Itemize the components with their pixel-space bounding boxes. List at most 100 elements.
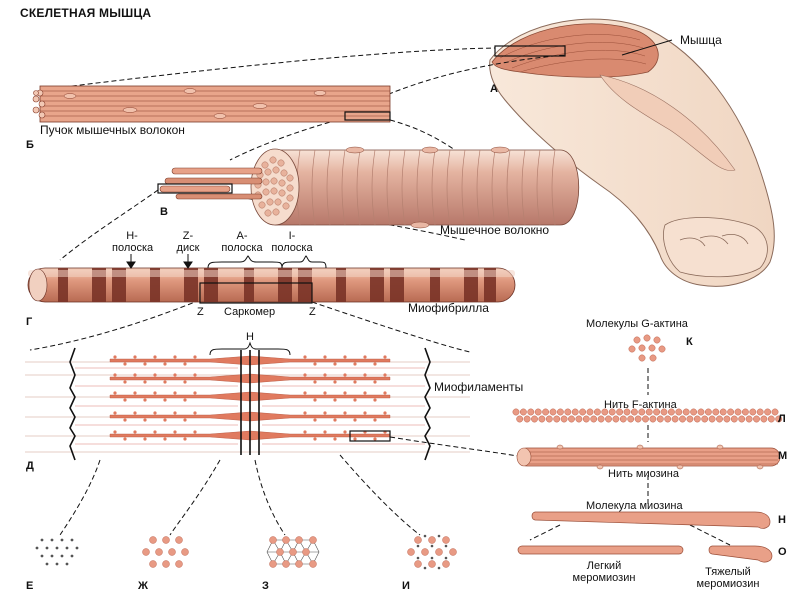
cross-section-i [407,534,457,570]
actin-bead [771,408,779,416]
forearm-muscles [599,74,736,171]
panel-letter-b: Б [26,139,34,151]
label-h-zone: H [246,331,254,343]
thin-filaments [75,367,425,445]
actin-bead [619,415,627,423]
actin-bead [649,415,657,423]
myosin-heads [113,355,387,441]
arm-illustration [489,18,775,287]
i-band-brace [281,255,327,269]
a-band-brace [207,255,283,269]
protruding-myofibrils [159,167,263,200]
actin-bead [545,415,553,423]
actin-bead [571,408,579,416]
panel-letter-n: Н [778,514,786,526]
actin-bead [538,415,546,423]
actin-bead [594,408,601,416]
diagram-title: СКЕЛЕТНАЯ МЫШЦА [20,6,152,20]
actin-bead [745,415,753,423]
actin-bead [716,415,723,423]
actin-bead [738,415,746,423]
label-fiber: Мышечное волокно [440,223,550,237]
actin-bead [616,408,623,416]
actin-bead [679,415,686,423]
label-z-right: Z [309,306,316,318]
actin-bead [705,408,712,416]
myofilament-sample-box [349,430,391,442]
actin-bead [512,408,520,416]
panel-letter-g: Г [26,316,33,328]
actin-bead [760,415,768,423]
actin-bead [542,408,549,416]
actin-bead [553,415,561,423]
actin-bead [719,408,727,416]
label-sarcomere: Саркомер [224,306,276,318]
muscle-fiber [157,146,580,229]
actin-bead [560,415,568,423]
actin-bead [631,408,638,416]
label-bundle: Пучок мышечных волокон [40,123,185,137]
actin-bead [767,415,775,423]
fiber-sample-box [157,183,233,194]
cross-section-z [266,536,320,568]
actin-bead [623,408,631,416]
sarcomere-box [199,282,313,304]
actin-bead [734,408,742,416]
cross-section-e [35,538,79,566]
panel-letter-e: Е [26,580,34,592]
actin-bead [642,415,649,423]
panel-letter-a: А [490,83,498,95]
actin-bead [668,408,675,416]
muscle-striations [499,34,647,73]
actin-bead [557,408,564,416]
h-zone-brace [209,341,291,356]
label-h-band: H- полоска [112,230,154,254]
actin-bead [712,408,720,416]
label-muscle: Мышца [680,33,722,47]
muscle-sample-box [494,45,566,57]
panel-letter-i: И [402,580,410,592]
actin-bead [634,415,642,423]
label-myofibril: Миофибрилла [408,301,489,315]
actin-bead [523,415,531,423]
fiber-bundle [32,85,391,123]
label-heavy-meromyosin: Тяжелый меромиозин [696,566,760,590]
meromyosin-fragments [517,545,773,563]
label-z-left: Z [197,306,204,318]
z-lines [69,347,431,461]
label-i-band: I- полоска [271,230,313,254]
actin-bead [664,415,672,423]
actin-bead [660,408,668,416]
myosin-molecule [531,511,771,529]
cross-section-zh [142,536,189,568]
actin-bead [516,415,524,423]
actin-bead [531,415,538,423]
label-g-actin: Молекулы G-актина [586,318,688,330]
actin-bead [690,408,697,416]
actin-bead [682,408,690,416]
label-f-actin: Нить F-актина [604,399,677,411]
f-actin-filament [512,408,783,423]
panel-letter-k: К [686,336,693,348]
m-line-markers [240,350,260,455]
actin-bead [534,408,542,416]
actin-bead [568,415,575,423]
muscle-pointer [621,39,673,56]
actin-bead [627,415,635,423]
actin-bead [520,408,527,416]
fist [663,217,768,278]
panel-letter-zh: Ж [138,580,148,592]
actin-bead [756,408,764,416]
actin-bead [764,408,771,416]
g-actin-molecules [628,334,666,362]
label-myofilaments: Миофиламенты [434,380,524,394]
myofibril [27,254,516,304]
actin-bead [601,408,609,416]
actin-bead [638,408,646,416]
actin-bead [582,415,590,423]
label-myosin-molecule: Молекула миозина [586,500,683,512]
actin-bead [590,415,598,423]
bundle-sample-box [344,111,391,121]
actin-bead [686,415,694,423]
